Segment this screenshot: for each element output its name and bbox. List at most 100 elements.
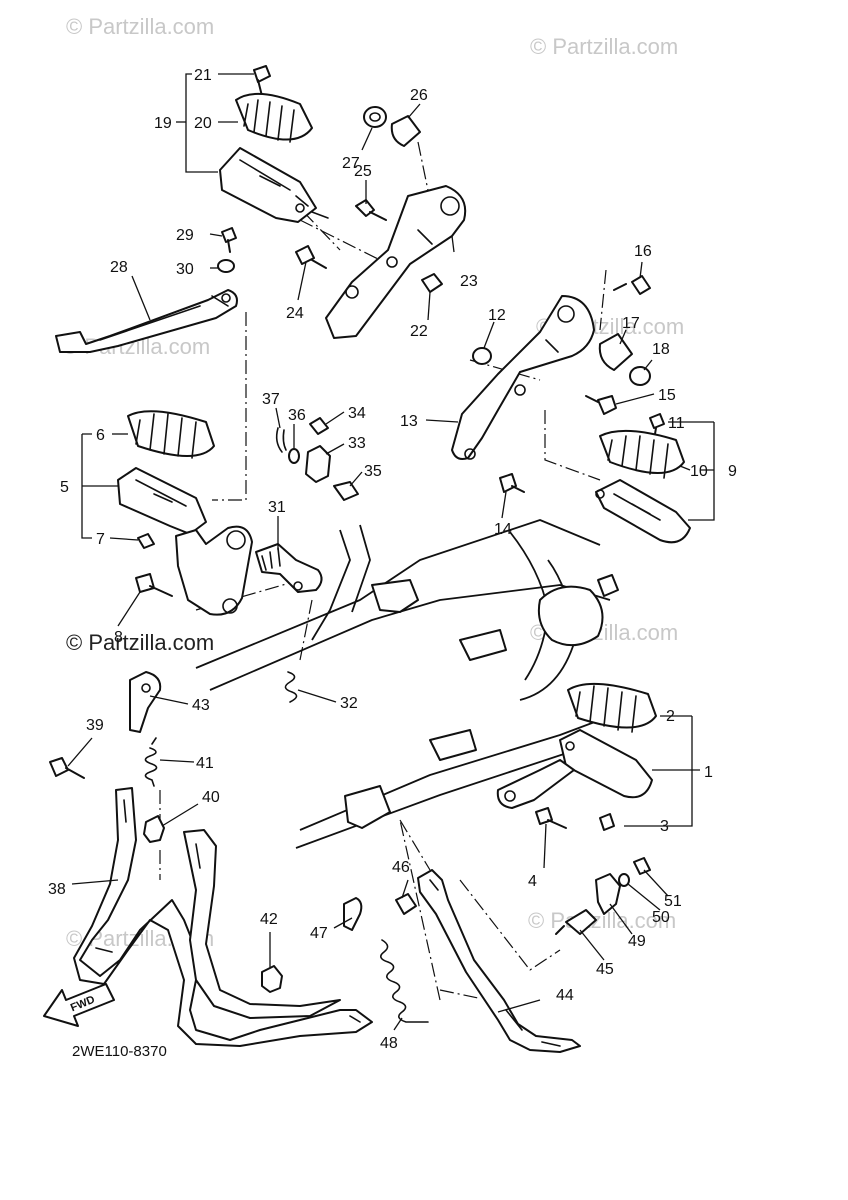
part-label: 15 bbox=[658, 387, 676, 404]
part-label: 21 bbox=[194, 67, 212, 84]
part-label: 49 bbox=[628, 933, 646, 950]
fwd-arrow: FWD bbox=[43, 983, 115, 1027]
bracket-49 bbox=[595, 873, 621, 915]
footrest-19 bbox=[219, 147, 317, 223]
switch-45 bbox=[555, 909, 597, 935]
watermark: © Partzilla.com bbox=[66, 630, 214, 655]
part-label: 22 bbox=[410, 323, 428, 340]
watermark: © Partzilla.com bbox=[530, 34, 678, 59]
part-label: 7 bbox=[96, 531, 105, 548]
plate-47 bbox=[343, 897, 363, 931]
cotter-pin-37 bbox=[275, 427, 287, 453]
leaders bbox=[67, 73, 715, 1031]
spring-32 bbox=[284, 671, 298, 703]
part-label: 2 bbox=[666, 708, 675, 725]
part-label: 17 bbox=[622, 315, 640, 332]
bolt-21 bbox=[253, 65, 271, 97]
part-label: 40 bbox=[202, 789, 220, 806]
part-label: 9 bbox=[728, 463, 737, 480]
part-label: 38 bbox=[48, 881, 66, 898]
part-label: 13 bbox=[400, 413, 418, 430]
part-label: 35 bbox=[364, 463, 382, 480]
washer-30 bbox=[217, 259, 235, 273]
nut-7 bbox=[137, 533, 155, 549]
frame-chassis bbox=[195, 519, 619, 849]
plate-43 bbox=[129, 671, 162, 733]
bolt-14 bbox=[499, 473, 525, 493]
part-label: 37 bbox=[262, 391, 280, 408]
watermark: © Partzilla.com bbox=[66, 14, 214, 39]
part-labels: 1 2 3 4 5 6 7 8 9 10 11 12 13 14 15 16 1… bbox=[48, 67, 737, 1052]
part-label: 33 bbox=[348, 435, 366, 452]
watermarks: © Partzilla.com © Partzilla.com © Partzi… bbox=[62, 14, 684, 951]
rear-left-footrest bbox=[217, 65, 467, 339]
part-label: 5 bbox=[60, 479, 69, 496]
part-label: 24 bbox=[286, 305, 304, 322]
bush-42 bbox=[261, 965, 283, 993]
bracket-13 bbox=[451, 295, 595, 460]
nut-46 bbox=[395, 893, 417, 915]
part-label: 39 bbox=[86, 717, 104, 734]
part-label: 31 bbox=[268, 499, 286, 516]
part-label: 34 bbox=[348, 405, 366, 422]
footrest-5 bbox=[117, 467, 207, 535]
part-label: 3 bbox=[660, 818, 669, 835]
part-label: 4 bbox=[528, 873, 537, 890]
side-stand bbox=[343, 857, 651, 1053]
collar-40 bbox=[143, 815, 165, 843]
part-label: 41 bbox=[196, 755, 214, 772]
joint-33 bbox=[305, 445, 331, 483]
part-label: 50 bbox=[652, 909, 670, 926]
footrest-rubber-10 bbox=[599, 429, 685, 474]
washer-50 bbox=[618, 873, 630, 887]
part-label: 29 bbox=[176, 227, 194, 244]
nut-51 bbox=[633, 857, 651, 875]
part-label: 44 bbox=[556, 987, 574, 1004]
collar-12 bbox=[472, 347, 492, 365]
part-label: 11 bbox=[668, 415, 685, 432]
washer-36 bbox=[288, 448, 300, 464]
part-label: 14 bbox=[494, 521, 512, 538]
bracket-1 bbox=[496, 759, 575, 809]
footrest-rubber-20 bbox=[235, 92, 313, 141]
part-label: 47 bbox=[310, 925, 328, 942]
side-stand-44 bbox=[417, 869, 581, 1053]
bolt-35 bbox=[333, 481, 359, 501]
part-label: 1 bbox=[704, 764, 713, 781]
footrest-1 bbox=[559, 729, 653, 799]
reference-lines bbox=[159, 141, 607, 1001]
bolt-16 bbox=[613, 275, 651, 295]
part-label: 19 bbox=[154, 115, 172, 132]
bolt-29 bbox=[221, 227, 237, 253]
part-label: 46 bbox=[392, 859, 410, 876]
bolt-39 bbox=[49, 757, 85, 779]
part-label: 27 bbox=[342, 155, 360, 172]
bolt-15 bbox=[585, 395, 617, 415]
bracket-8 bbox=[175, 525, 253, 616]
shift-pedal-28 bbox=[55, 289, 238, 353]
part-label: 51 bbox=[664, 893, 682, 910]
part-label: 42 bbox=[260, 911, 278, 928]
nut-3 bbox=[599, 813, 615, 831]
part-label: 45 bbox=[596, 961, 614, 978]
part-label: 48 bbox=[380, 1035, 398, 1052]
part-label: 28 bbox=[110, 259, 128, 276]
part-label: 25 bbox=[354, 163, 372, 180]
part-label: 18 bbox=[652, 341, 670, 358]
bolt-25 bbox=[355, 199, 387, 221]
diagram-code: 2WE110-8370 bbox=[72, 1043, 167, 1060]
part-label: 6 bbox=[96, 427, 105, 444]
part-label: 12 bbox=[488, 307, 506, 324]
nut-34 bbox=[309, 417, 329, 435]
part-label: 32 bbox=[340, 695, 358, 712]
part-label: 10 bbox=[690, 463, 708, 480]
bolt-4 bbox=[535, 807, 567, 829]
bolt-8 bbox=[135, 573, 173, 597]
bolt-24 bbox=[295, 245, 327, 269]
bush-26 bbox=[390, 115, 421, 147]
part-label: 16 bbox=[634, 243, 652, 260]
part-label: 26 bbox=[410, 87, 428, 104]
collar-27 bbox=[363, 106, 387, 128]
bush-17 bbox=[598, 333, 633, 371]
